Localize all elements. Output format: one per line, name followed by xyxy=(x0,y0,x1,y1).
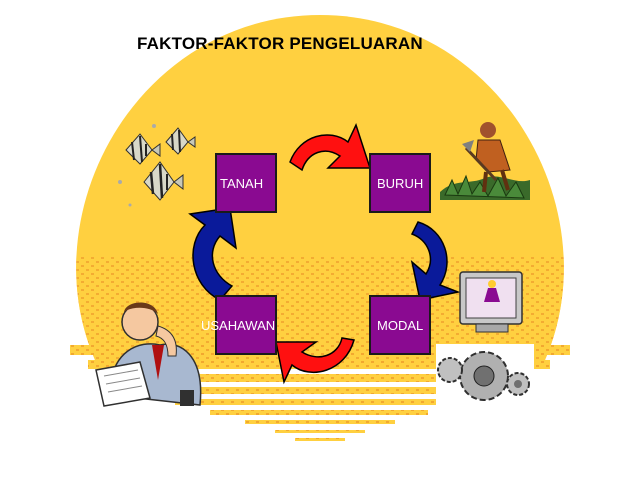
node-usahawan-label: USAHAWAN xyxy=(201,318,276,333)
arrow-buruh-to-modal xyxy=(410,221,461,301)
node-buruh xyxy=(369,153,431,213)
arrow-usahawan-to-tanah xyxy=(188,207,238,301)
arrow-modal-to-usahawan xyxy=(275,337,355,385)
node-tanah-label: TANAH xyxy=(220,176,264,191)
node-modal-label: MODAL xyxy=(377,318,424,333)
node-modal xyxy=(369,295,431,355)
businessman-clipart-icon xyxy=(95,302,202,407)
page-title: FAKTOR-FAKTOR PENGELUARAN xyxy=(137,34,423,53)
fish-clipart-icon xyxy=(118,124,196,207)
node-tanah xyxy=(215,153,277,213)
farmer-clipart-icon xyxy=(440,122,530,200)
computer-gears-clipart-icon xyxy=(436,271,534,410)
arrow-tanah-to-buruh xyxy=(289,122,372,172)
node-buruh-label: BURUH xyxy=(377,176,424,191)
node-usahawan xyxy=(215,295,277,355)
